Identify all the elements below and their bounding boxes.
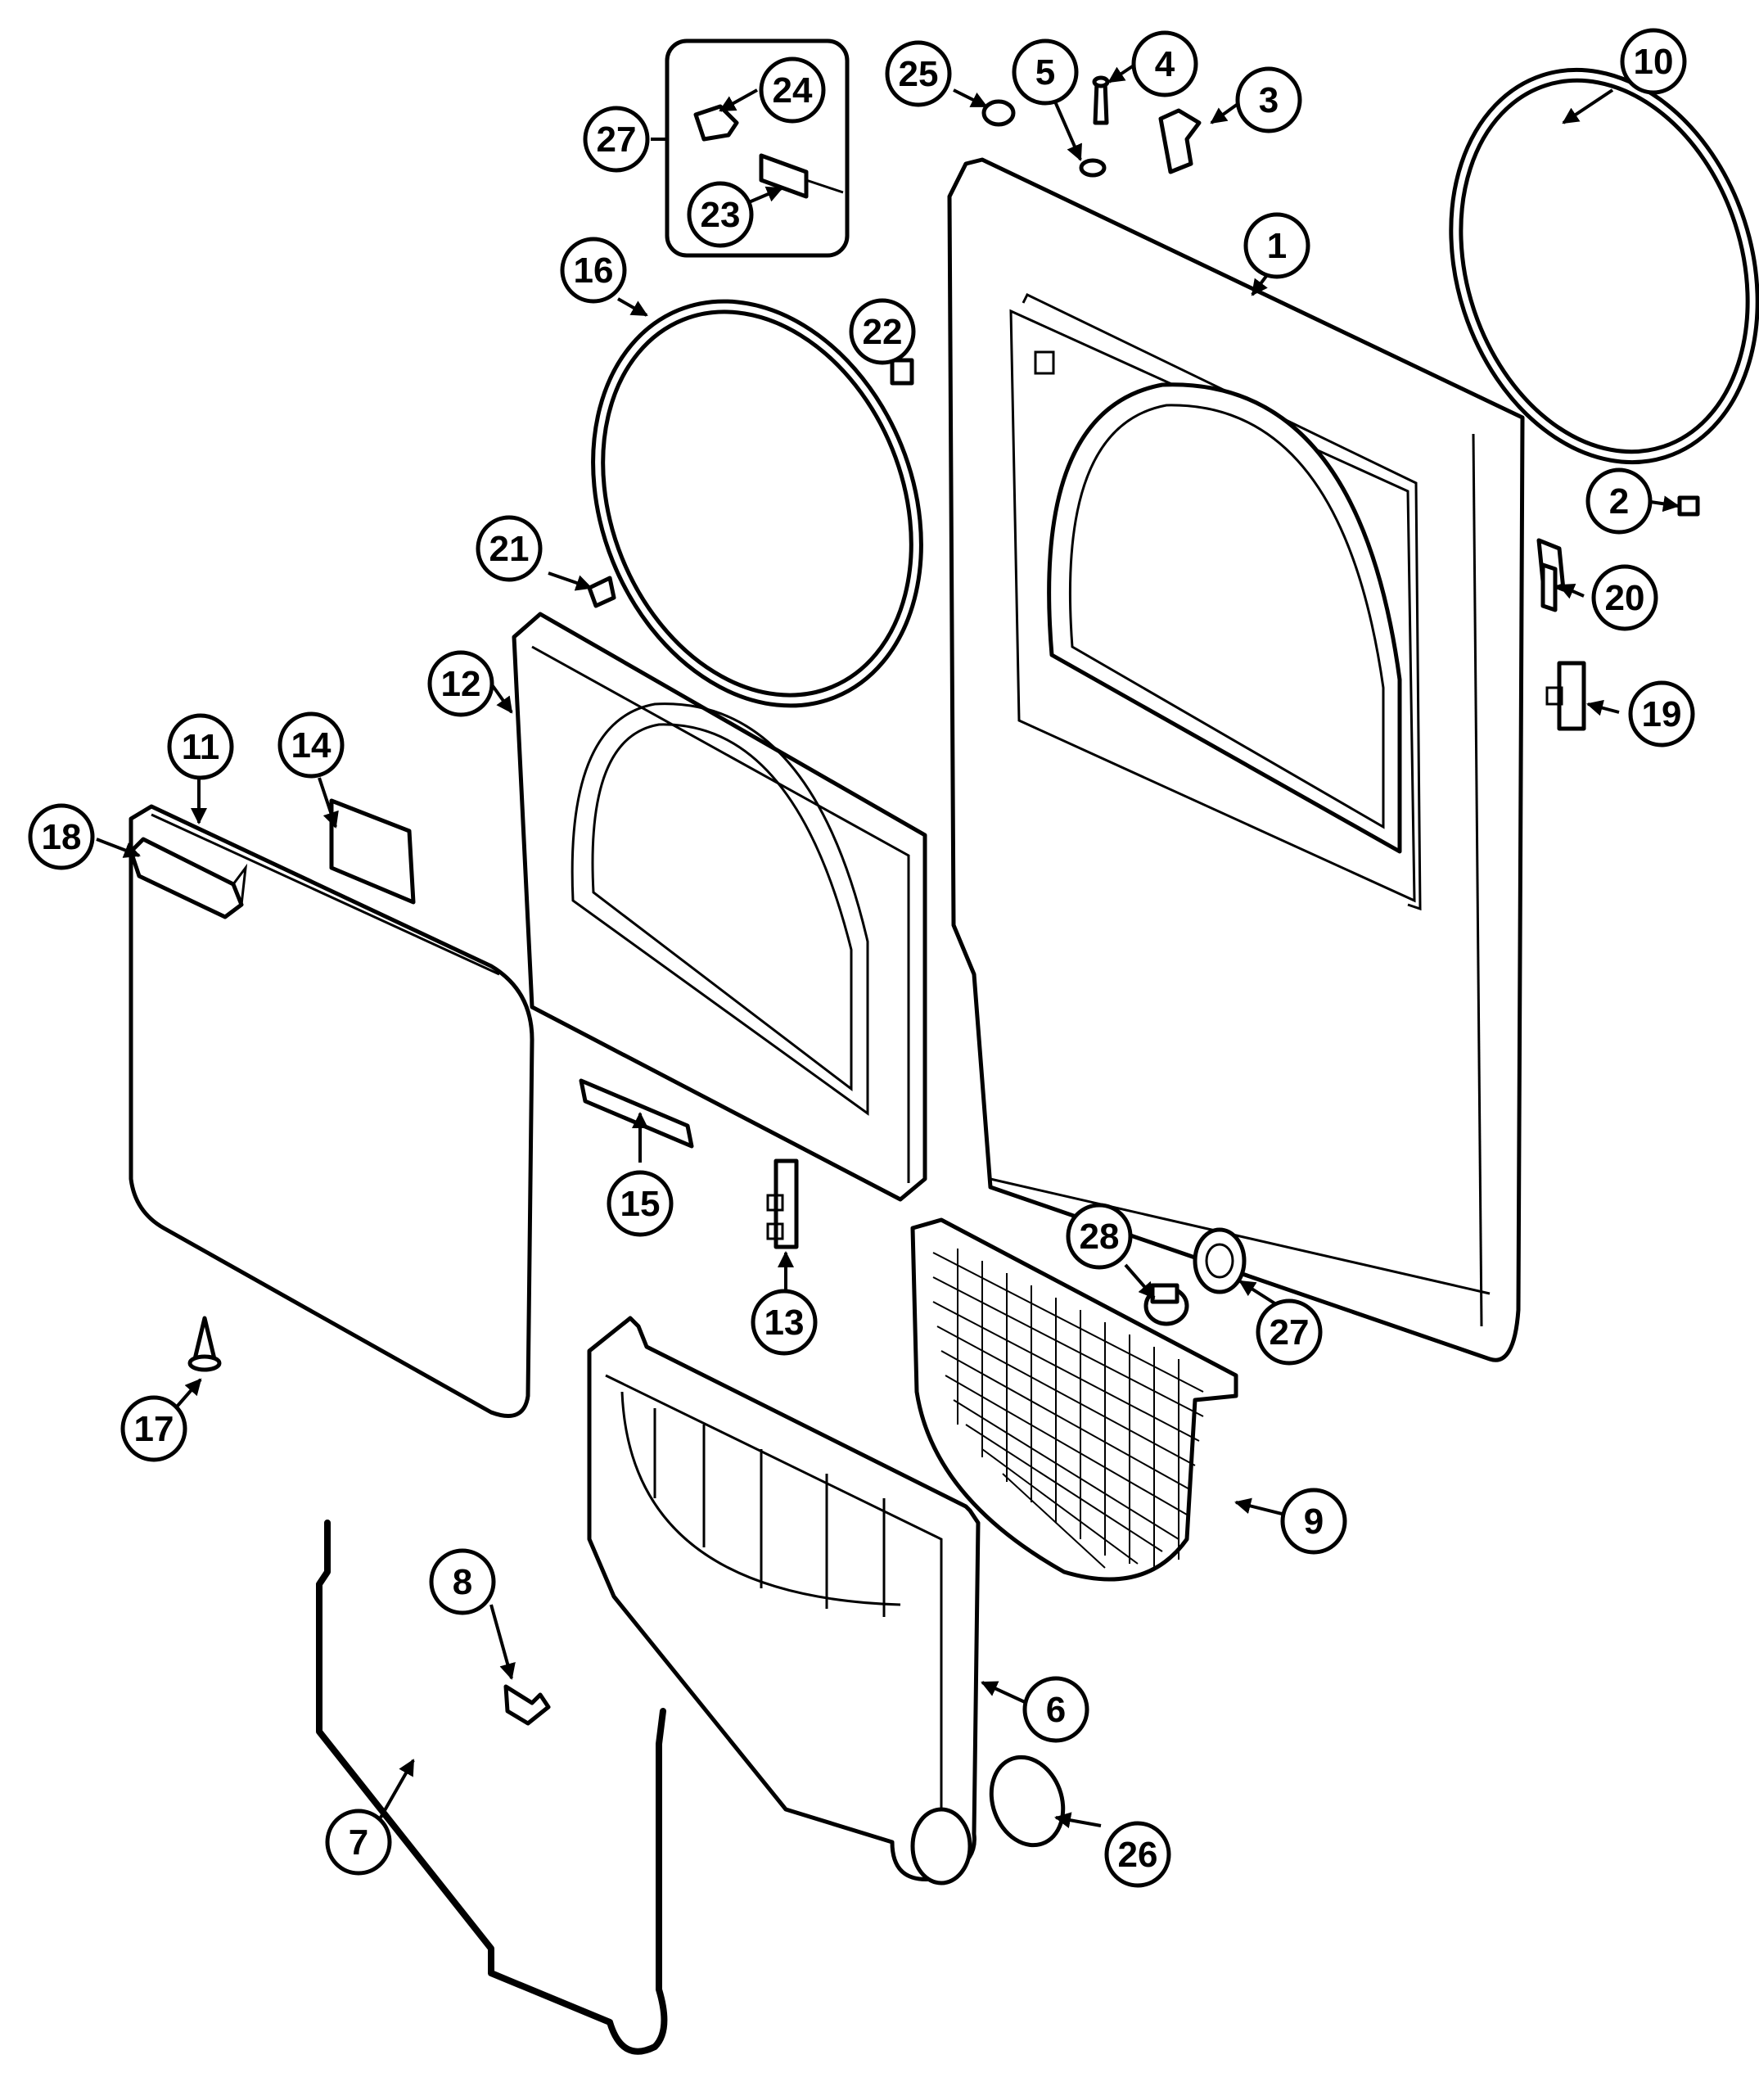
callout-2: 2 (1585, 467, 1653, 535)
svg-text:25: 25 (899, 54, 939, 94)
callout-24: 24 (759, 56, 826, 124)
hinge-part-19 (1545, 661, 1586, 731)
svg-text:28: 28 (1080, 1217, 1120, 1257)
callout-14: 14 (277, 711, 345, 779)
callout-27-inset: 27 (583, 106, 650, 173)
svg-text:1: 1 (1267, 226, 1287, 266)
svg-text:9: 9 (1304, 1502, 1324, 1542)
svg-text:5: 5 (1035, 52, 1055, 93)
callout-8: 8 (429, 1548, 496, 1615)
callout-28: 28 (1066, 1203, 1133, 1270)
washer-part-5 (1079, 158, 1107, 178)
lint-duct-part (587, 1316, 981, 1885)
svg-text:23: 23 (701, 195, 741, 235)
svg-text:21: 21 (489, 529, 530, 569)
callout-7: 7 (325, 1809, 392, 1876)
outer-door-part (129, 804, 534, 1418)
bushing-part (1193, 1227, 1247, 1294)
svg-text:2: 2 (1609, 481, 1629, 522)
svg-text:3: 3 (1259, 80, 1279, 120)
svg-text:26: 26 (1118, 1835, 1158, 1875)
svg-text:4: 4 (1155, 44, 1175, 84)
lint-screen-part (910, 1217, 1238, 1582)
svg-text:12: 12 (441, 664, 481, 704)
screw-part-4 (1092, 75, 1110, 125)
callout-15: 15 (607, 1170, 674, 1237)
plug-part-25 (981, 99, 1016, 127)
svg-text:15: 15 (620, 1184, 661, 1224)
o-ring-part (989, 1755, 1066, 1848)
bumper-part (187, 1316, 222, 1372)
callout-26: 26 (1104, 1821, 1171, 1888)
inset-box (665, 38, 850, 258)
svg-text:27: 27 (597, 120, 637, 160)
bar-part (579, 1078, 694, 1149)
callout-9: 9 (1280, 1488, 1347, 1555)
svg-text:13: 13 (764, 1303, 805, 1343)
callout-4: 4 (1131, 30, 1198, 97)
callout-18: 18 (28, 803, 95, 870)
svg-text:7: 7 (349, 1822, 368, 1863)
svg-text:10: 10 (1634, 42, 1674, 82)
callout-22: 22 (849, 298, 916, 365)
bracket-part-20 (1536, 538, 1566, 612)
callout-19: 19 (1628, 680, 1695, 747)
callout-21: 21 (476, 515, 543, 582)
door-frame-part (512, 612, 927, 1202)
callout-1: 1 (1243, 212, 1310, 279)
callout-10: 10 (1620, 28, 1687, 95)
gasket-ring-right-part (1449, 67, 1759, 465)
clip-part-21 (587, 576, 616, 608)
callout-25: 25 (885, 40, 952, 107)
front-panel-part (947, 157, 1525, 1362)
svg-text:22: 22 (863, 312, 903, 352)
clip-part-2 (1677, 495, 1700, 517)
svg-text:18: 18 (42, 817, 82, 857)
svg-text:16: 16 (574, 251, 614, 291)
callout-11: 11 (167, 713, 234, 780)
callout-3: 3 (1235, 66, 1302, 133)
svg-text:6: 6 (1046, 1690, 1066, 1730)
hinge-plate-part (766, 1158, 799, 1249)
svg-text:27: 27 (1270, 1312, 1310, 1353)
clip-part-22 (890, 358, 914, 386)
bracket-part (503, 1684, 551, 1726)
svg-text:20: 20 (1605, 578, 1645, 618)
svg-text:19: 19 (1642, 694, 1682, 734)
callout-17: 17 (120, 1395, 187, 1462)
knob-part (1143, 1283, 1189, 1326)
svg-text:14: 14 (291, 725, 332, 765)
clip-part-3 (1158, 108, 1202, 174)
svg-text:24: 24 (773, 70, 813, 111)
rod-part (316, 1520, 668, 2055)
callout-16: 16 (560, 237, 627, 304)
callout-6: 6 (1022, 1676, 1089, 1743)
block-part (329, 798, 416, 905)
svg-text:11: 11 (182, 727, 220, 767)
callout-5: 5 (1012, 38, 1079, 106)
svg-text:17: 17 (134, 1409, 174, 1449)
callout-12: 12 (427, 650, 494, 717)
gasket-ring-middle-part (591, 299, 923, 708)
callout-13: 13 (751, 1289, 818, 1356)
svg-text:8: 8 (453, 1562, 472, 1602)
callout-20: 20 (1591, 564, 1658, 631)
callout-27-bushing: 27 (1256, 1298, 1323, 1366)
callout-23: 23 (687, 181, 754, 248)
